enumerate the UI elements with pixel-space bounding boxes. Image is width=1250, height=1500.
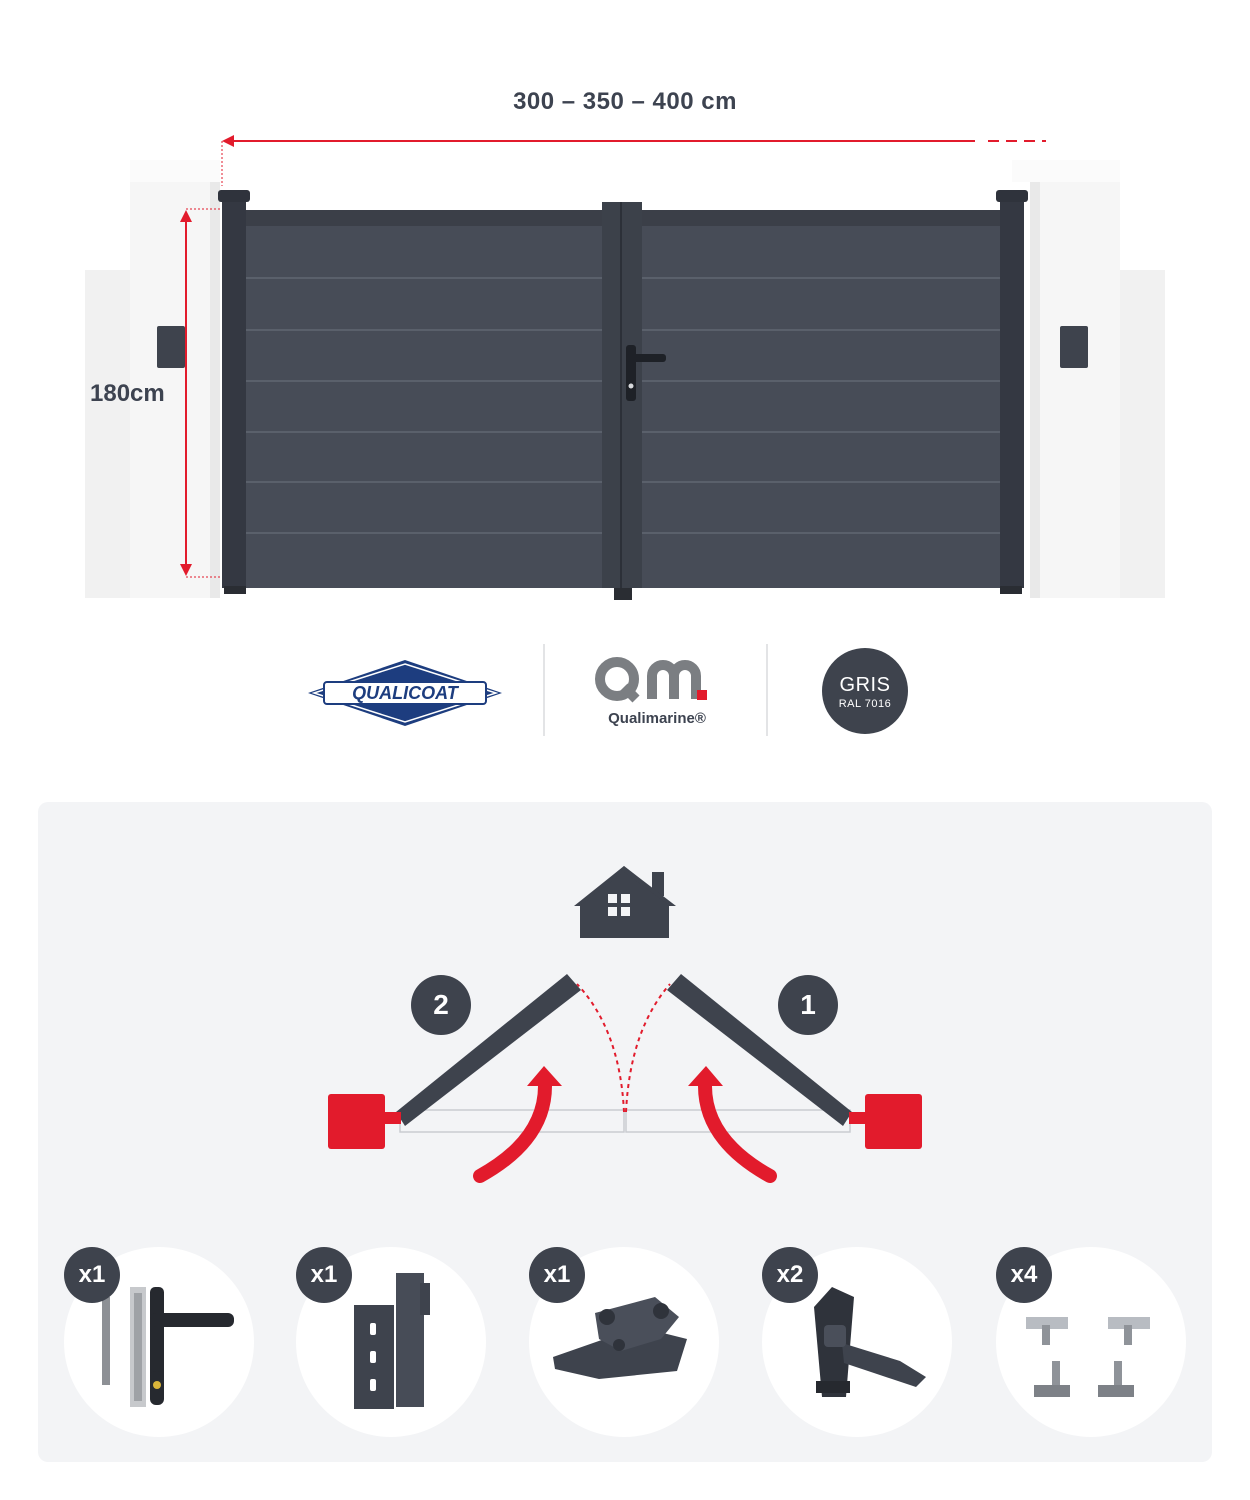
height-dimension-label: 180cm [90,380,165,407]
qualimarine-logo [595,657,707,703]
opening-arrow-left [473,1066,562,1183]
accessory-quantity: x1 [296,1247,352,1303]
qualicoat-logo: QUALICOAT [308,660,502,726]
ground-stop [614,588,632,600]
gate-stop-icon [354,1273,430,1409]
leaf-number-right: 1 [778,975,838,1035]
gate-illustration [85,135,1165,600]
certification-logos: QUALICOAT Qualimarine® [0,640,1250,740]
house-icon [574,866,676,938]
leaf-number-left: 2 [411,975,471,1035]
height-arrow [180,208,222,578]
left-leaf-open [396,974,581,1126]
opening-diagram [328,866,922,1183]
color-name: GRIS [839,674,891,696]
hinge-set-icon [1026,1317,1150,1397]
accessory-quantity: x1 [64,1247,120,1303]
right-leaf-open [667,974,852,1126]
logo-divider [766,644,768,736]
width-dimension-label: 300 – 350 – 400 cm [513,88,737,115]
opening-arrow-right [688,1066,777,1183]
handle-lock-icon [102,1287,234,1407]
tail-catch-icon [814,1287,926,1397]
left-gate-leaf [246,210,602,588]
right-intercom-box [1060,326,1088,368]
left-pillar-marker [328,1094,385,1149]
accessory-quantity: x4 [996,1247,1052,1303]
right-gate-leaf [642,210,1000,588]
right-pillar-marker [865,1094,922,1149]
color-badge: GRIS RAL 7016 [822,648,908,734]
gate-handle [626,345,666,401]
accessory-hinge-set [996,1247,1186,1437]
right-post [1000,194,1024,588]
color-code: RAL 7016 [838,698,892,710]
right-pillar [1012,160,1120,598]
left-pillar [130,160,220,598]
left-post [222,194,246,588]
logo-divider [543,644,545,736]
svg-text:QUALICOAT: QUALICOAT [352,683,460,703]
left-intercom-box [157,326,185,368]
accessory-quantity: x1 [529,1247,585,1303]
accessory-quantity: x2 [762,1247,818,1303]
qualimarine-name: Qualimarine® [608,710,706,727]
center-stop-icon [553,1297,687,1379]
width-arrow [221,135,1046,186]
